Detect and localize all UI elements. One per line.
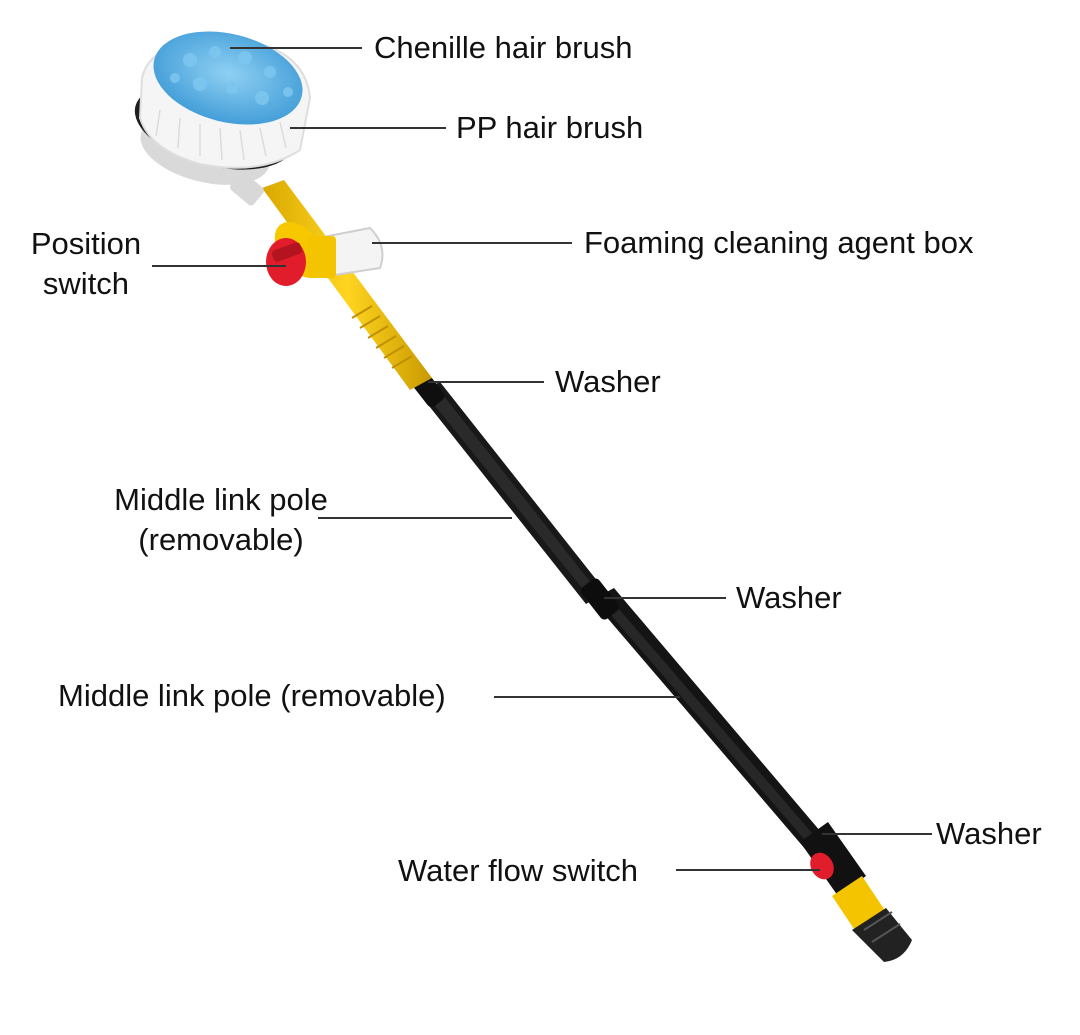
label-position-switch-line1: Position bbox=[30, 226, 142, 261]
washer-mid-part bbox=[581, 578, 619, 620]
label-pp-hair-brush: PP hair brush bbox=[456, 110, 644, 145]
foaming-agent-box bbox=[308, 226, 384, 278]
pole bbox=[409, 368, 826, 850]
label-washer-mid: Washer bbox=[736, 580, 842, 615]
leader-lines bbox=[152, 47, 932, 871]
brush-head bbox=[134, 31, 312, 206]
water-flow-switch-part bbox=[810, 852, 834, 880]
label-middle-link-pole-2: Middle link pole (removable) bbox=[58, 678, 446, 713]
label-middle-link-pole-1-line2: (removable) bbox=[138, 522, 304, 557]
label-foaming-cleaning-agent-box: Foaming cleaning agent box bbox=[584, 225, 974, 260]
position-switch bbox=[266, 238, 306, 286]
label-chenille-hair-brush: Chenille hair brush bbox=[374, 30, 633, 65]
label-washer-top: Washer bbox=[555, 364, 661, 399]
label-water-flow-switch: Water flow switch bbox=[398, 853, 639, 888]
label-middle-link-pole-1: Middle link pole (removable) bbox=[96, 480, 346, 560]
label-position-switch-line2: switch bbox=[42, 266, 130, 301]
label-middle-link-pole-1-line1: Middle link pole bbox=[114, 482, 328, 517]
end-connector bbox=[800, 822, 912, 962]
label-washer-bottom: Washer bbox=[936, 816, 1042, 851]
label-position-switch: Position switch bbox=[18, 224, 154, 304]
